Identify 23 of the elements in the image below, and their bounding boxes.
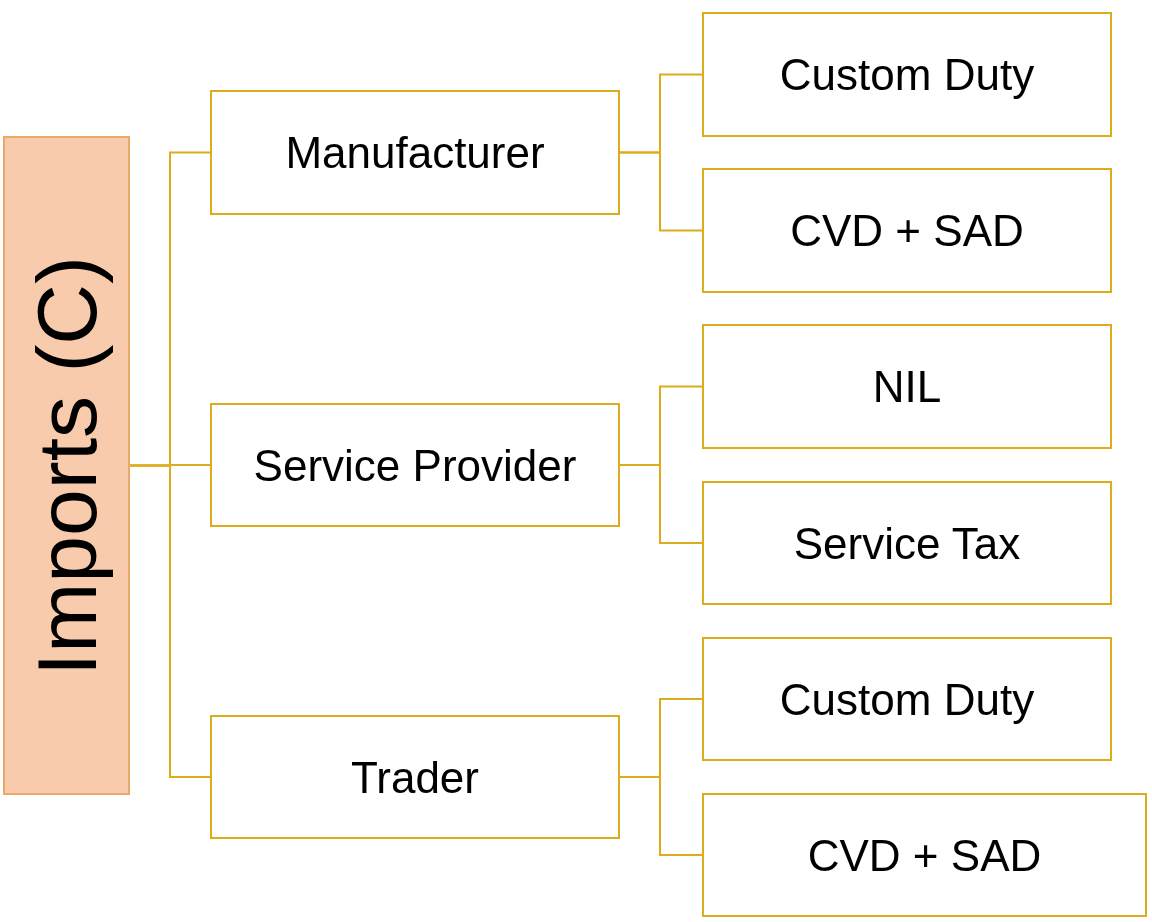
item-label: CVD + SAD — [807, 829, 1042, 882]
item-label: Service Tax — [793, 517, 1021, 570]
item-box — [702, 481, 1112, 605]
item-box — [210, 90, 620, 215]
item-label: NIL — [872, 361, 942, 413]
item-label: Manufacturer — [285, 127, 545, 179]
item-box — [702, 168, 1112, 293]
item-box — [702, 12, 1112, 137]
connector-line — [619, 151, 703, 232]
item-label: CVD + SAD — [790, 205, 1024, 257]
item-box — [702, 324, 1112, 449]
item-box — [702, 637, 1112, 761]
item-label: Custom Duty — [779, 673, 1035, 726]
item-label: Service Provider — [253, 439, 577, 492]
category-box — [3, 136, 130, 795]
item-label: Custom Duty — [779, 49, 1035, 101]
item-box — [210, 715, 620, 839]
item-label: Trader — [351, 751, 479, 804]
connector-line — [619, 464, 703, 544]
connector-line — [129, 464, 211, 778]
item-box — [702, 793, 1147, 917]
connector-line — [619, 776, 703, 856]
item-box — [210, 403, 620, 527]
